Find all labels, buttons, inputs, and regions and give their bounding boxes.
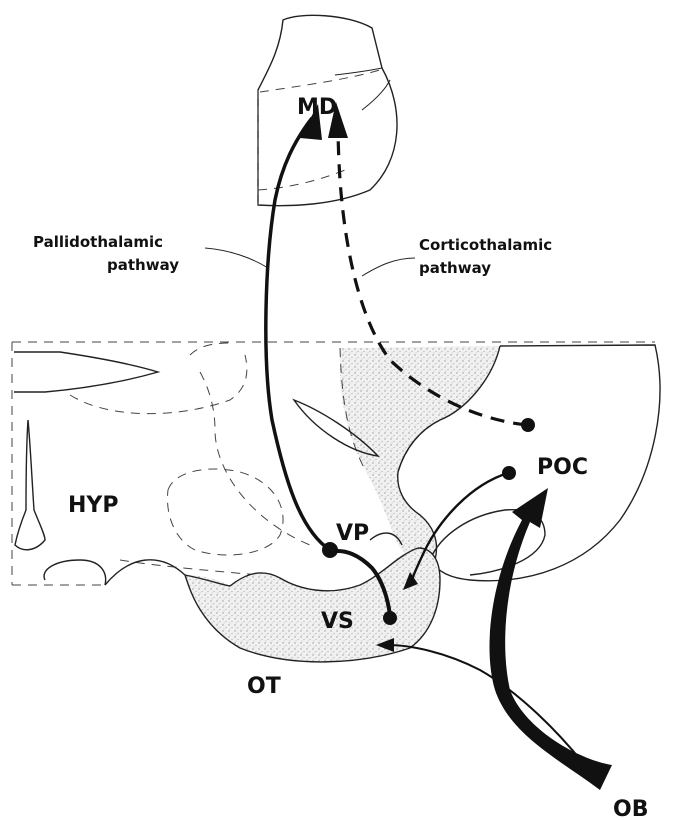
label-corticothalamic-1: Corticothalamic bbox=[419, 236, 552, 254]
label-ot: OT bbox=[247, 674, 281, 699]
vs-dot bbox=[383, 611, 397, 625]
pathways bbox=[266, 102, 612, 790]
label-hyp: HYP bbox=[68, 493, 118, 518]
label-ob: OB bbox=[613, 797, 648, 820]
label-vp: VP bbox=[336, 521, 369, 546]
pallidothalamic-line bbox=[266, 118, 330, 550]
label-pallidothalamic-2: pathway bbox=[107, 256, 179, 274]
label-pallidothalamic-1: Pallidothalamic bbox=[33, 233, 163, 251]
pallidothalamic-leader bbox=[205, 248, 268, 268]
label-vs: VS bbox=[321, 609, 354, 634]
ob-poc-arrow bbox=[489, 488, 612, 790]
poc-dot bbox=[502, 466, 516, 480]
corticothalamic-leader bbox=[362, 258, 415, 276]
corticothalamic-origin-dot bbox=[521, 418, 535, 432]
label-md: MD bbox=[297, 95, 337, 120]
label-poc: POC bbox=[537, 455, 588, 480]
label-corticothalamic-2: pathway bbox=[419, 259, 491, 277]
